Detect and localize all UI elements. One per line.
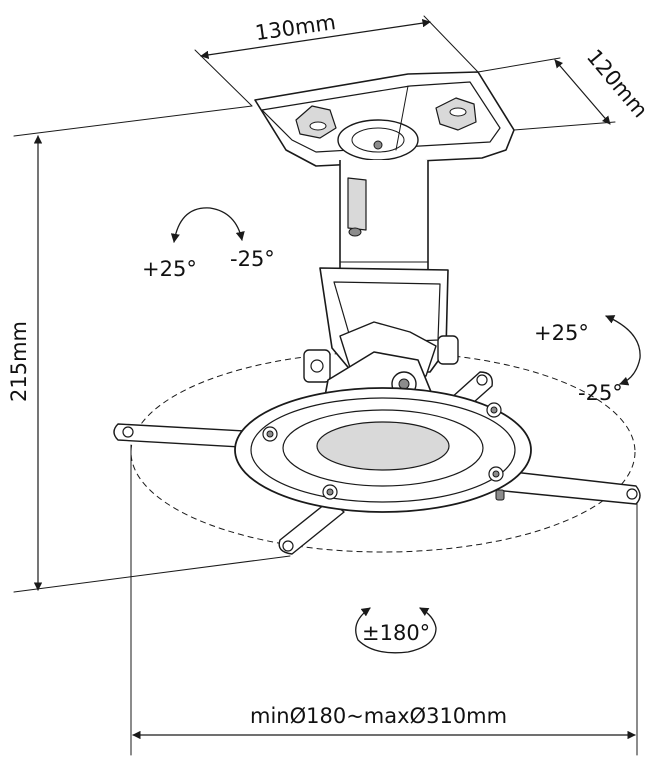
- dimension-215mm: 215mm: [7, 105, 291, 593]
- adjustment-range-ellipse: [130, 351, 636, 553]
- rotation-label: ±180°: [362, 621, 430, 645]
- tilt-indicator-right: +25° -25°: [534, 315, 641, 405]
- dimension-diameter: minØ180~maxØ310mm: [130, 444, 638, 756]
- projector-base: [113, 371, 641, 555]
- tilt-right-minus-label: -25°: [578, 381, 623, 405]
- tilt-right-plus-label: +25°: [534, 321, 589, 345]
- dimension-height-label: 215mm: [7, 321, 31, 402]
- dimension-width-label: 130mm: [254, 10, 338, 45]
- arm-right: [493, 469, 641, 505]
- tilt-top-minus-label: -25°: [230, 247, 275, 271]
- arm-bottom-left: [278, 499, 345, 555]
- tilt-knob-right: [437, 335, 459, 365]
- dimension-depth-label: 120mm: [582, 45, 652, 122]
- tilt-indicator-top: +25° -25°: [142, 207, 275, 281]
- rotation-indicator: ±180°: [355, 607, 437, 654]
- ceiling-plate: [254, 71, 515, 181]
- tilt-top-plus-label: +25°: [142, 257, 197, 281]
- dimension-diameter-label: minØ180~maxØ310mm: [250, 704, 507, 728]
- extension-tube: [339, 160, 429, 286]
